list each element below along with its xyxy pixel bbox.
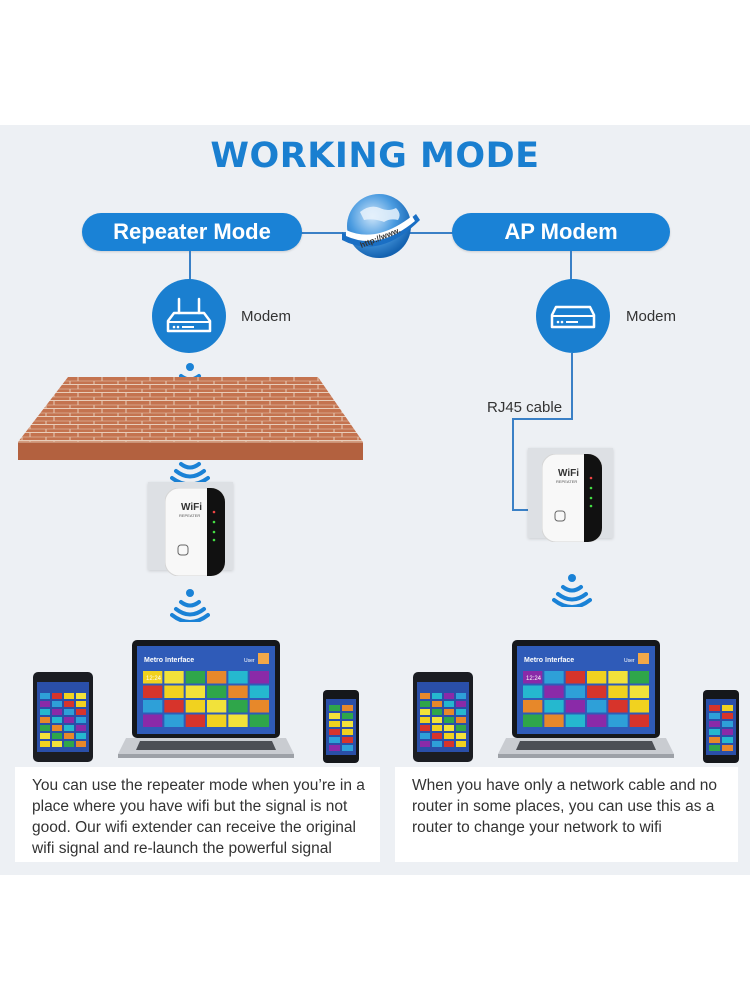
rj45-cable-label: RJ45 cable	[487, 399, 563, 416]
svg-text:REPEATER: REPEATER	[179, 513, 200, 518]
svg-text:12:24: 12:24	[146, 676, 162, 682]
svg-text:WiFi: WiFi	[558, 468, 579, 479]
svg-text:WiFi: WiFi	[181, 502, 202, 513]
laptop: Metro Interface User 12:24	[118, 640, 294, 765]
wifi-extender-device: WiFi REPEATER	[164, 487, 226, 577]
rj45-cable-line	[512, 509, 542, 511]
tablet	[33, 672, 93, 762]
rj45-cable-line	[571, 353, 573, 419]
brick-wall	[18, 377, 363, 462]
modem-icon	[536, 279, 610, 353]
modem-label-left: Modem	[241, 308, 292, 325]
rj45-cable-line	[512, 418, 514, 510]
wifi-signal-icon	[170, 588, 210, 624]
modem-label-right: Modem	[626, 308, 677, 325]
wifi-signal-icon	[170, 455, 210, 487]
ap-mode-description: When you have only a network cable and n…	[395, 767, 738, 862]
svg-text:Metro Interface: Metro Interface	[144, 657, 194, 664]
ap-modem-label: AP Modem	[452, 213, 670, 251]
repeater-mode-label: Repeater Mode	[82, 213, 302, 251]
svg-text:12:24: 12:24	[526, 676, 542, 682]
smartphone	[703, 690, 739, 763]
repeater-mode-description: You can use the repeater mode when you’r…	[15, 767, 380, 862]
svg-text:REPEATER: REPEATER	[556, 479, 577, 484]
svg-text:User: User	[244, 658, 255, 664]
repeater-mode-text: Repeater Mode	[113, 219, 271, 244]
smartphone	[323, 690, 359, 763]
globe-icon: http://www.	[338, 190, 420, 262]
connector-line-right	[570, 251, 572, 281]
wifi-extender-device: WiFi REPEATER	[541, 453, 603, 543]
rj45-cable-line	[512, 418, 573, 420]
connector-line-left	[189, 251, 191, 281]
svg-text:User: User	[624, 658, 635, 664]
tablet	[413, 672, 473, 762]
laptop: Metro Interface User 12:24	[498, 640, 674, 765]
wifi-signal-icon	[552, 573, 592, 609]
ap-modem-text: AP Modem	[504, 219, 618, 244]
router-icon	[152, 279, 226, 353]
svg-text:Metro Interface: Metro Interface	[524, 657, 574, 664]
diagram-title: WORKING MODE	[210, 136, 540, 176]
